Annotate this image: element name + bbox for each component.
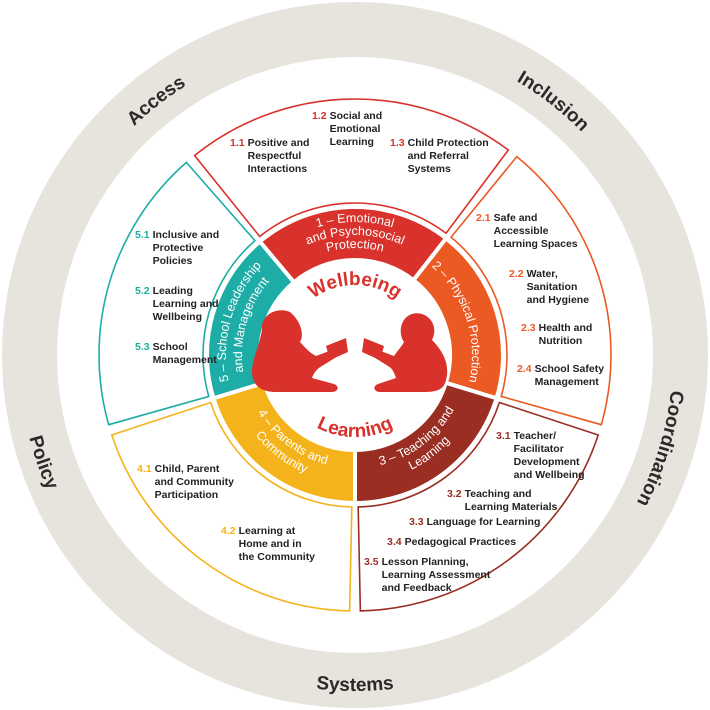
sub-domain-number: 5.1 [135, 229, 150, 241]
ring-label-systems: Systems [315, 673, 394, 696]
sub-domain-text: Learning at Home and in the Community [238, 525, 316, 563]
sub-domain-text: Language for Learning [426, 516, 541, 528]
sub-domain-number: 2.1 [476, 212, 491, 224]
sub-domain-text: Social and Emotional Learning [329, 110, 383, 148]
sub-domain-text: Teaching and Learning Materials [464, 488, 558, 513]
sub-domain-text: Child, Parent and Community Participatio… [154, 463, 234, 501]
sub-domain-text: Water, Sanitation and Hygiene [526, 268, 590, 306]
sub-domain-text: Lesson Planning, Learning Assessment and… [381, 556, 491, 594]
sub-domain-number: 4.1 [137, 463, 152, 475]
domain-outline-4 [110, 401, 353, 612]
domain-label-1: 1 – Emotional [314, 211, 395, 230]
sub-domain-number: 3.3 [409, 516, 424, 528]
sub-domain-number: 3.4 [387, 536, 402, 548]
sub-domain-number: 1.3 [390, 137, 405, 149]
sub-domain-number: 4.2 [221, 525, 236, 537]
sub-domain-number: 3.1 [496, 430, 511, 442]
sub-domain-number: 2.3 [521, 322, 536, 334]
sub-domain-text: Health and Nutrition [538, 322, 593, 347]
sub-domain-number: 3.5 [364, 556, 379, 568]
sub-domain-text: Positive and Respectful Interactions [247, 137, 310, 175]
sub-domain-text: Pedagogical Practices [404, 536, 517, 548]
sub-domain-text: Child Protection and Referral Systems [407, 137, 489, 175]
sub-domain-number: 2.4 [517, 363, 532, 375]
sub-domain-number: 5.3 [135, 341, 150, 353]
sub-domain-text: Teacher/ Facilitator Development and Wel… [513, 430, 585, 481]
children-reading-icon [252, 310, 448, 392]
sub-domain-text: Inclusive and Protective Policies [152, 229, 220, 267]
sub-domain-number: 3.2 [447, 488, 462, 500]
sub-domain-number: 1.1 [230, 137, 245, 149]
sub-domain-text: School Safety Management [534, 363, 605, 388]
sub-domain-number: 1.2 [312, 110, 327, 122]
sub-domain-text: Leading Learning and Wellbeing [152, 285, 219, 323]
sub-domain-text: Safe and Accessible Learning Spaces [493, 212, 578, 250]
sub-domain-number: 2.2 [509, 268, 524, 280]
domain-outline-1 [193, 98, 510, 238]
sub-domain-text: School Management [152, 341, 217, 366]
domain-outline-5 [98, 161, 257, 426]
domain-outline-2 [449, 155, 612, 426]
domain-outline-3 [357, 401, 600, 612]
sub-domain-number: 5.2 [135, 285, 150, 297]
